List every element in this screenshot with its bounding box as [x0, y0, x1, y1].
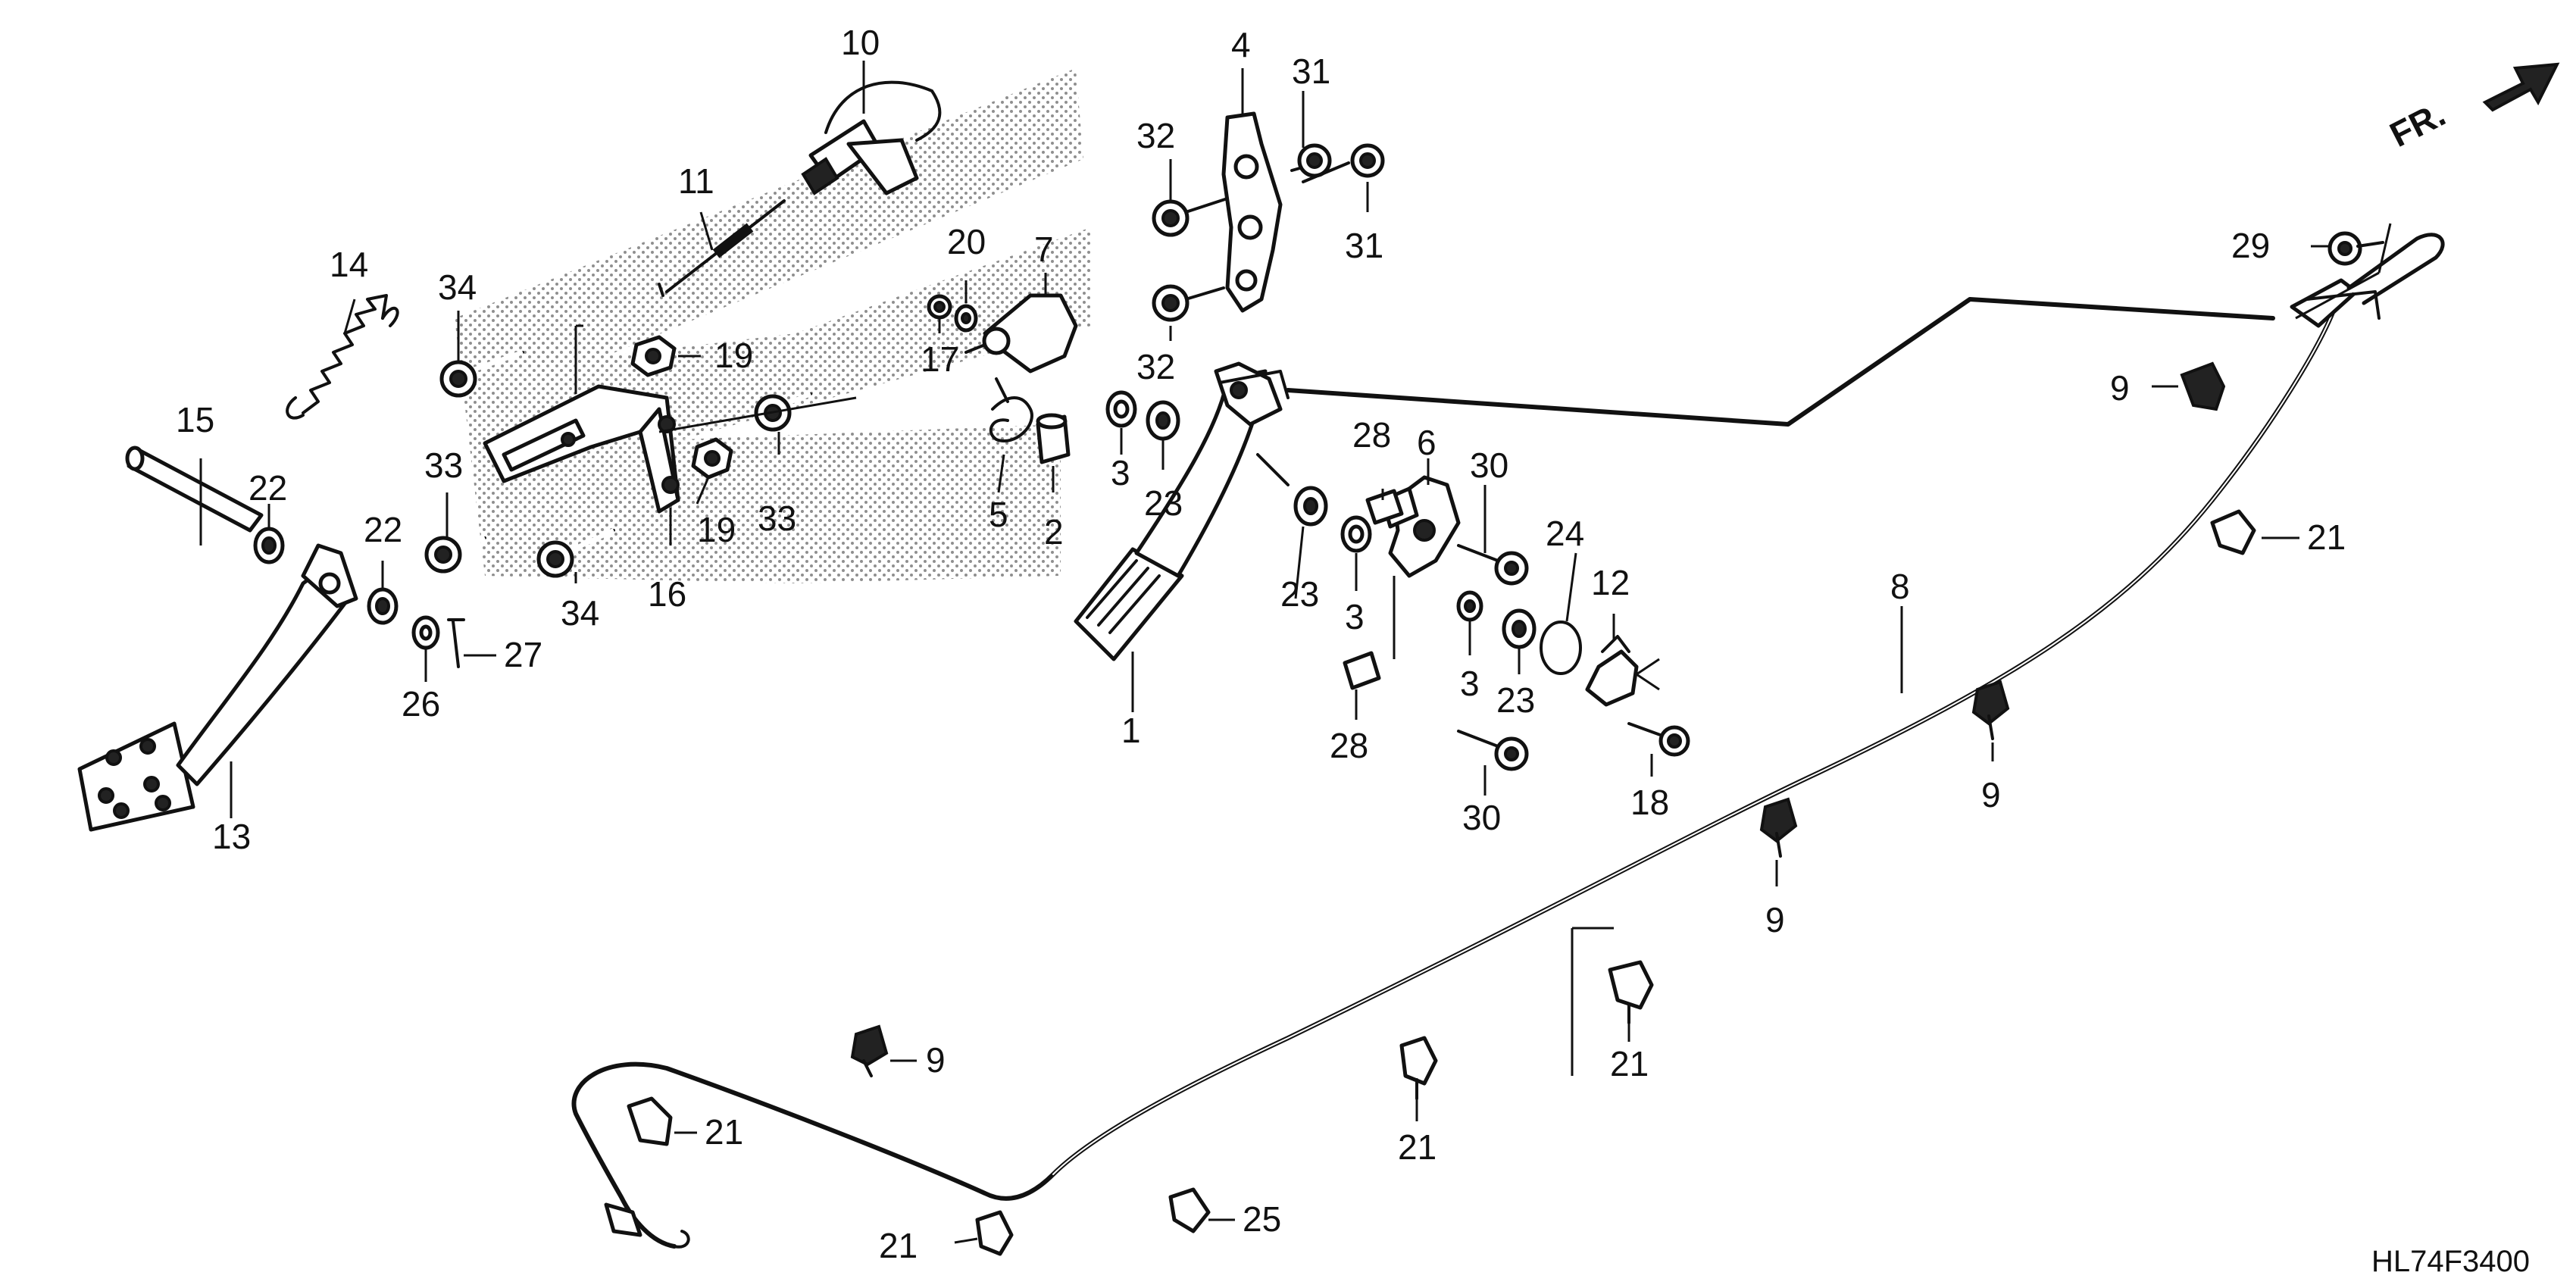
- callout-24: 24: [1546, 514, 1584, 553]
- callout-3: 3: [1460, 664, 1480, 703]
- callout-32: 32: [1136, 116, 1175, 155]
- callout-33: 33: [758, 499, 796, 538]
- nut-pair: [630, 335, 733, 480]
- accelerator-spring: [989, 377, 1033, 442]
- o-ring: [1540, 621, 1582, 675]
- cable-holder: [1585, 635, 1639, 707]
- callout-17: 17: [921, 339, 959, 379]
- brake-pedal-assembly: [77, 445, 465, 832]
- callout-28: 28: [1330, 726, 1368, 765]
- callout-23: 23: [1280, 574, 1319, 614]
- callout-30: 30: [1462, 798, 1501, 837]
- diagram-reference-code: HL74F3400: [2371, 1245, 2530, 1278]
- callout-4: 4: [1231, 25, 1251, 64]
- callout-23: 23: [1496, 680, 1535, 720]
- callout-21: 21: [2307, 517, 2346, 557]
- callout-16: 16: [648, 574, 686, 614]
- callout-13: 13: [212, 817, 251, 856]
- callout-21: 21: [879, 1226, 918, 1265]
- callout-21: 21: [1610, 1044, 1649, 1083]
- callout-12: 12: [1591, 563, 1630, 602]
- cable-bolt: [2327, 231, 2384, 266]
- callout-27: 27: [504, 635, 542, 674]
- callout-29: 29: [2231, 226, 2270, 265]
- callout-22: 22: [249, 468, 287, 508]
- callout-26: 26: [402, 684, 440, 724]
- callout-28: 28: [1352, 415, 1391, 455]
- pedal-bracket: [483, 384, 680, 514]
- callout-9: 9: [926, 1040, 946, 1080]
- cable-clips: [850, 361, 2226, 1077]
- cable-clamps: [627, 509, 2256, 1256]
- front-direction-arrow: FR.: [2384, 62, 2560, 155]
- callout-30: 30: [1470, 445, 1508, 485]
- direction-label: FR.: [2384, 94, 2452, 155]
- lever-bolts: [1457, 544, 1690, 771]
- callout-15: 15: [176, 400, 214, 439]
- callout-25: 25: [1243, 1199, 1281, 1239]
- callout-3: 3: [1111, 453, 1130, 492]
- callout-23: 23: [1144, 483, 1183, 523]
- collar: [1036, 413, 1071, 464]
- callout-32: 32: [1136, 347, 1175, 386]
- callout-22: 22: [364, 510, 402, 549]
- callout-9: 9: [2110, 368, 2130, 408]
- adjust-rod: [658, 199, 786, 297]
- throttle-cable: [571, 233, 2445, 1249]
- cable-clip-25: [1168, 1187, 1211, 1233]
- callout-14: 14: [330, 245, 368, 284]
- brake-switch: [801, 80, 942, 195]
- callout-8: 8: [1890, 567, 1910, 606]
- callout-34: 34: [561, 593, 599, 633]
- callout-7: 7: [1034, 230, 1054, 269]
- callout-33: 33: [424, 445, 463, 485]
- callout-31: 31: [1345, 226, 1383, 265]
- callout-10: 10: [841, 23, 880, 62]
- throttle-arm: [964, 293, 1078, 374]
- callout-11: 11: [678, 161, 714, 201]
- return-spring: [286, 294, 399, 420]
- callout-18: 18: [1630, 783, 1669, 822]
- callout-6: 6: [1417, 423, 1436, 462]
- leader-lines: [199, 61, 2392, 1244]
- callout-19: 19: [714, 336, 753, 375]
- callout-21: 21: [705, 1112, 743, 1152]
- callout-19: 19: [697, 510, 736, 549]
- callout-34: 34: [438, 267, 477, 307]
- small-bushings: [927, 294, 1372, 553]
- callout-21: 21: [1398, 1127, 1436, 1167]
- upper-bracket: [1152, 111, 1385, 322]
- callout-2: 2: [1044, 512, 1064, 552]
- lever-pins: [1343, 489, 1537, 690]
- accelerator-pedal: [1074, 361, 1290, 661]
- callout-1: 1: [1121, 711, 1141, 750]
- callout-5: 5: [989, 495, 1008, 534]
- callout-3: 3: [1345, 597, 1365, 636]
- callout-labels: 1 2 3 3 3 4 5 6 7 8 9 9 9 9 10 11 12 13 …: [176, 23, 2346, 1265]
- watermark-pattern: [455, 68, 1091, 583]
- callout-9: 9: [1765, 900, 1785, 939]
- callout-31: 31: [1292, 52, 1330, 91]
- callout-20: 20: [947, 222, 986, 261]
- callout-9: 9: [1981, 775, 2001, 814]
